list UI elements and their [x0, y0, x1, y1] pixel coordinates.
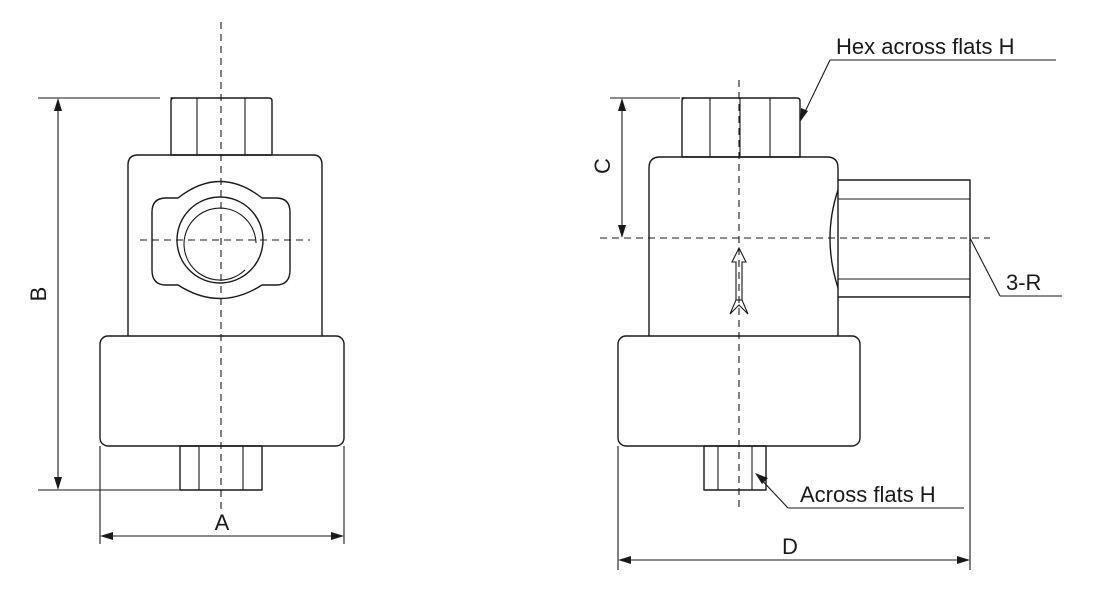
dimension-B: B	[26, 97, 180, 491]
across-flats-label: Across flats H	[800, 482, 936, 507]
dimension-B-label: B	[26, 287, 51, 302]
side-top-hex-nut	[681, 97, 801, 158]
front-port-inner-circle	[183, 207, 257, 281]
dimension-C-label: C	[590, 158, 615, 174]
dimension-A-label: A	[215, 510, 230, 535]
side-view: C D Hex across flats H 3-R	[590, 34, 1062, 570]
front-upper-body	[127, 154, 323, 337]
flow-direction-arrow	[729, 246, 749, 315]
port-3R-label: 3-R	[1006, 270, 1041, 295]
front-port-boss	[151, 180, 291, 300]
dimension-D-label: D	[782, 534, 798, 559]
dimension-D: D	[617, 297, 971, 570]
leader-port-3R: 3-R	[969, 237, 1062, 297]
leader-across-flats: Across flats H	[755, 473, 964, 509]
hex-across-flats-label: Hex across flats H	[836, 34, 1015, 59]
dimension-C: C	[590, 97, 680, 238]
side-upper-body	[648, 156, 839, 337]
leader-hex-across-flats: Hex across flats H	[800, 34, 1056, 122]
front-lower-body	[99, 335, 345, 447]
dimension-A: A	[99, 446, 345, 544]
side-bottom-hex-nut	[703, 445, 767, 491]
front-view: B A	[26, 22, 345, 544]
